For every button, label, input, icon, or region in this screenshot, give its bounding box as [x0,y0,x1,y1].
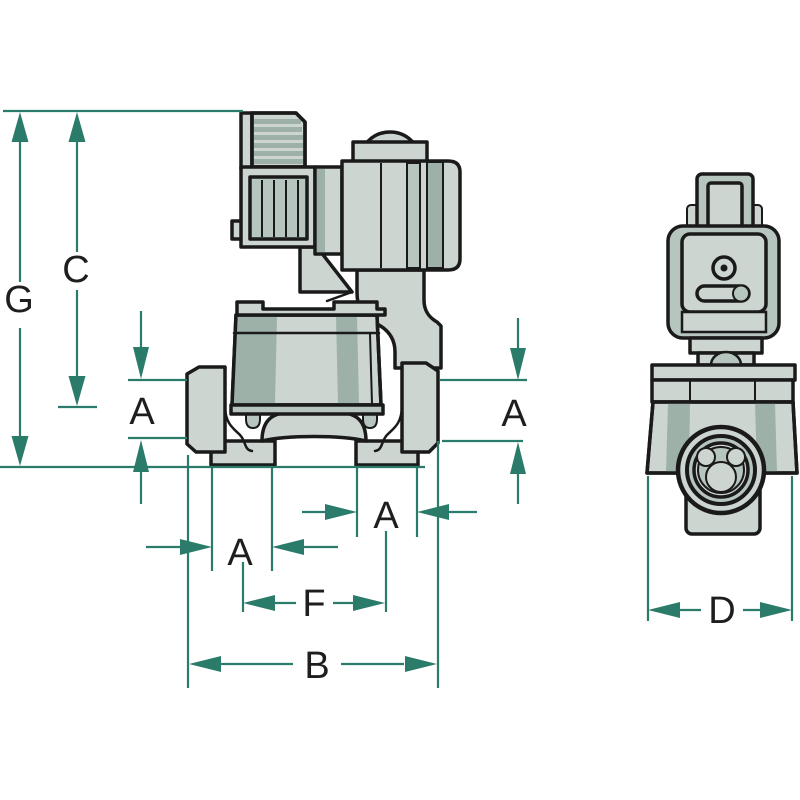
dim-label-f: F [302,583,325,625]
arrowhead [760,602,792,618]
arrowhead [180,539,212,555]
bonnet-screw-right [362,411,378,430]
arrowhead [243,595,275,611]
port-lobe-left [696,447,716,467]
arrowhead [272,539,304,555]
coil-screw-center [720,264,728,272]
dimension-a-right-feet: A [302,495,477,537]
dim-label-c: C [62,249,89,291]
body-band [650,378,795,404]
body-curve-left [223,406,254,453]
arrowhead [648,602,680,618]
arrowhead [405,656,437,672]
dim-label-d: D [708,590,735,632]
side-view [645,172,799,536]
dimension-b: B [189,645,437,687]
arrowhead [11,112,29,142]
arrowhead [11,436,29,466]
coil-lower-band [680,310,768,334]
bonnet-screw-left [245,411,261,430]
dimension-c: C [58,112,97,409]
front-view [185,111,462,467]
arrowhead [510,442,526,474]
dimension-a-right-vertical: A [501,318,527,504]
arrowhead [325,504,357,520]
dimension-d: D [648,590,792,632]
port-lobe-right [726,447,746,467]
coil-top-cap [351,140,429,164]
dimension-g: G [4,112,34,466]
dim-label-g: G [4,279,34,321]
arrowhead [133,347,149,379]
connector-ribs [254,119,303,164]
bonnet-top-flange [235,300,387,317]
body-center-dome [260,411,368,443]
dim-label-a-left-feet: A [227,532,253,574]
dimension-f: F [243,583,385,625]
arrowhead [510,348,526,380]
port-lobe-bottom [705,461,737,493]
arrowhead [189,656,221,672]
dimension-a-left-feet: A [146,532,338,574]
dim-label-a-left-vertical: A [129,391,155,433]
arrowhead [417,504,449,520]
bonnet-bottom-flange [229,403,385,416]
arrowhead [68,112,86,142]
arrowhead [133,440,149,472]
threaded-port [675,424,767,516]
dimension-a-left-vertical: A [129,311,155,504]
port-left [185,365,227,454]
dim-label-b: B [304,645,329,687]
port-right [400,361,440,454]
body-curve-right [373,406,404,453]
connector-terminal-lines [261,180,299,237]
neck-dome [709,350,743,367]
dim-label-a-right-feet: A [373,495,399,537]
arrowhead [353,595,385,611]
dim-label-a-right-vertical: A [501,393,527,435]
nameplate-dot [732,284,750,303]
arrowhead [68,376,86,406]
body-top-flange [650,363,797,382]
dimension-lines: G C A A [0,109,794,688]
